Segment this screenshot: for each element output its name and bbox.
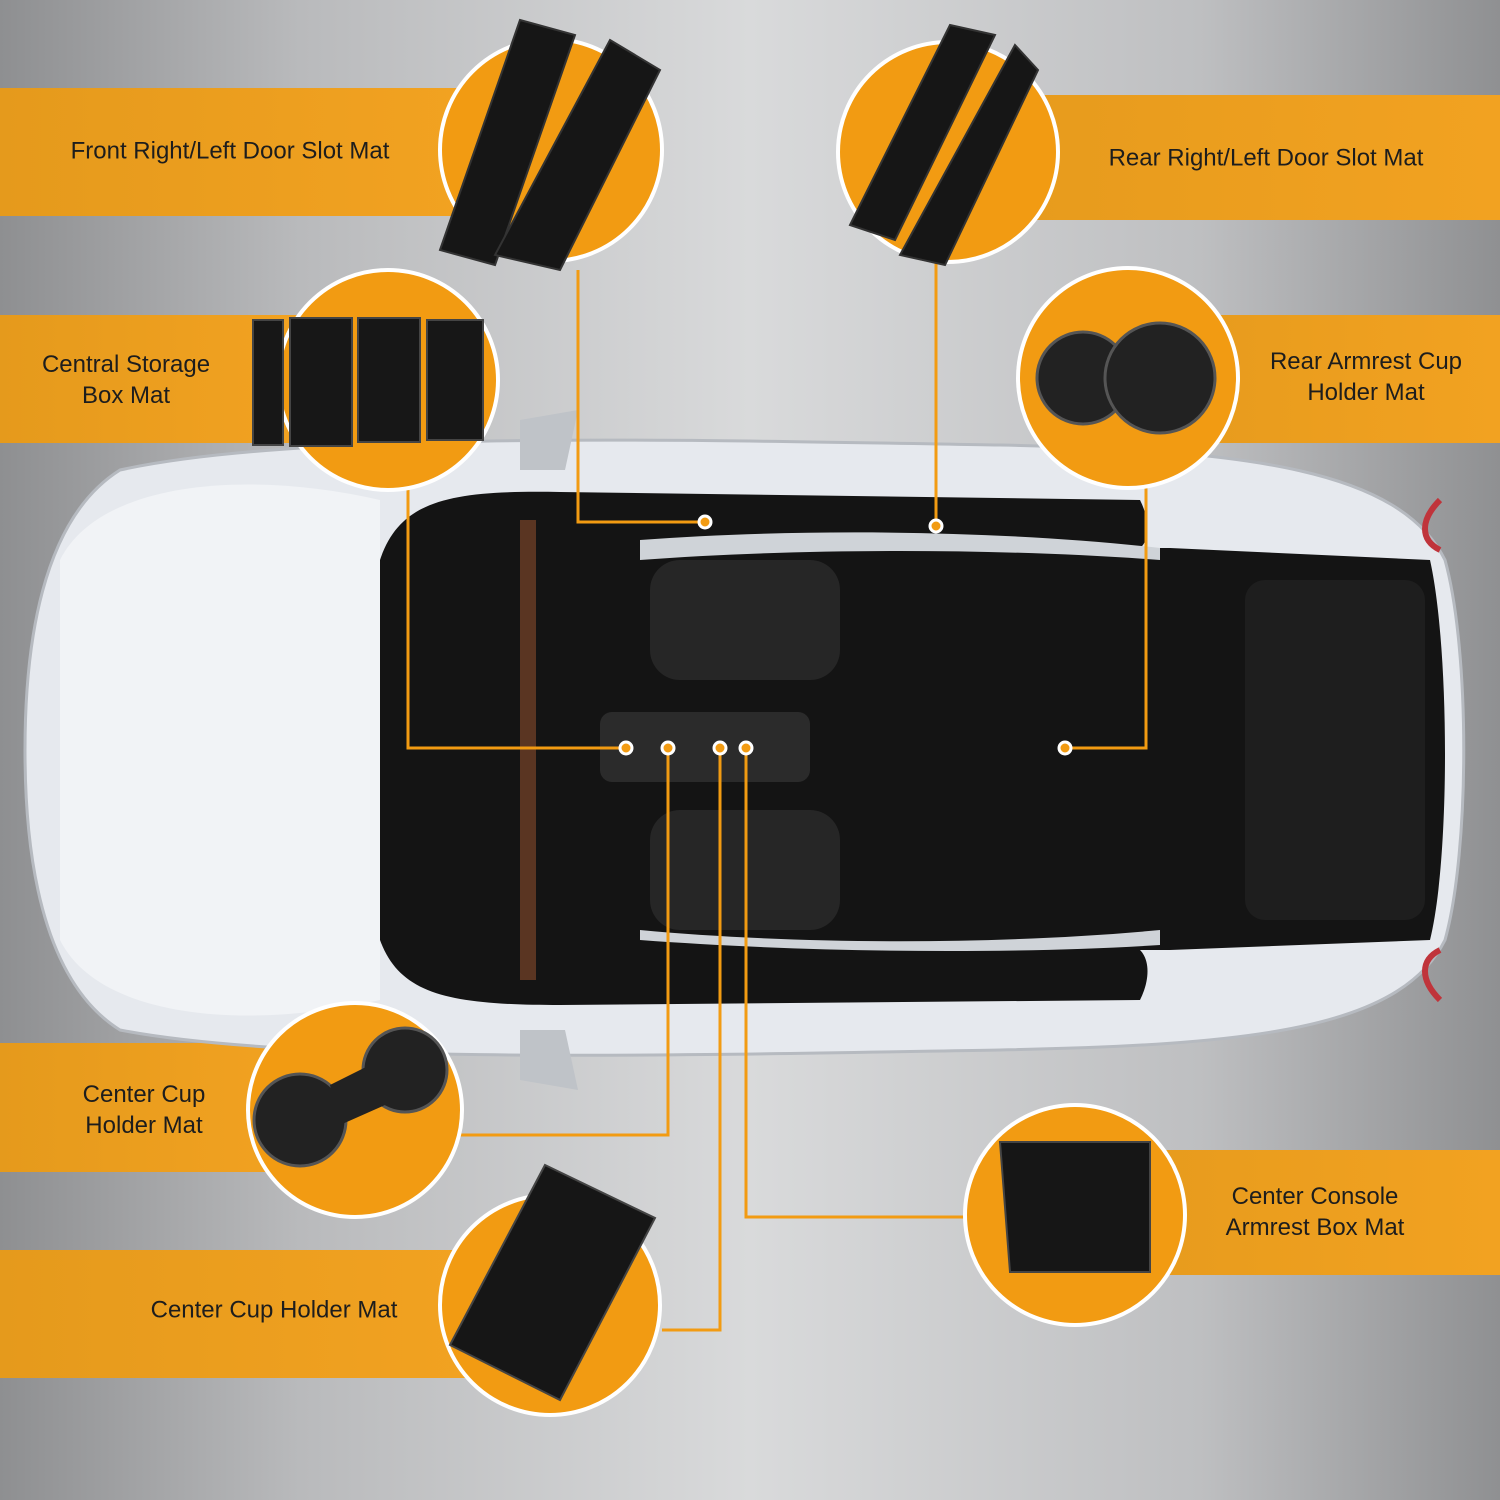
label-line-2: Armrest Box Mat	[1225, 1214, 1405, 1241]
label-front-door-slot-mat: Front Right/Left Door Slot Mat	[70, 137, 390, 165]
band-front-door	[0, 88, 470, 216]
front-door-slot-mat-image	[438, 18, 664, 272]
label-line-1: Center Cup	[82, 1081, 206, 1108]
label-center-console-armrest-box-mat: Center Console Armrest Box Mat	[1226, 1181, 1405, 1243]
connector-dots	[618, 514, 1073, 756]
center-console-armrest-box-mat-image	[963, 1103, 1187, 1327]
label-center-cup-holder-mat-2: Center Cup Holder Mat	[150, 1296, 398, 1324]
label-rear-armrest-cup-holder-mat: Rear Armrest Cup Holder Mat	[1270, 346, 1462, 408]
label-line-1: Rear Armrest Cup	[1269, 348, 1463, 375]
label-center-cup-holder-mat: Center Cup Holder Mat	[83, 1079, 206, 1141]
label-line-2: Box Mat	[81, 382, 171, 409]
band-central-storage	[0, 315, 300, 443]
label-rear-door-slot-mat: Rear Right/Left Door Slot Mat	[1108, 144, 1424, 172]
band-center-cup-2	[0, 1250, 480, 1378]
label-central-storage-box-mat: Central Storage Box Mat	[42, 349, 210, 411]
label-line-1: Central Storage	[41, 351, 211, 378]
center-cup-holder-mat-2-image	[438, 1163, 662, 1417]
connector-lines	[406, 262, 1148, 1332]
label-line-2: Holder Mat	[1307, 379, 1425, 406]
center-cup-holder-mat-image	[246, 1001, 464, 1219]
rear-armrest-cup-holder-mat-image	[1016, 266, 1240, 490]
label-line-1: Center Console	[1231, 1183, 1399, 1210]
central-storage-box-mat-image	[252, 268, 500, 492]
rear-door-slot-mat-image	[836, 23, 1060, 267]
label-line-2: Holder Mat	[85, 1112, 203, 1139]
